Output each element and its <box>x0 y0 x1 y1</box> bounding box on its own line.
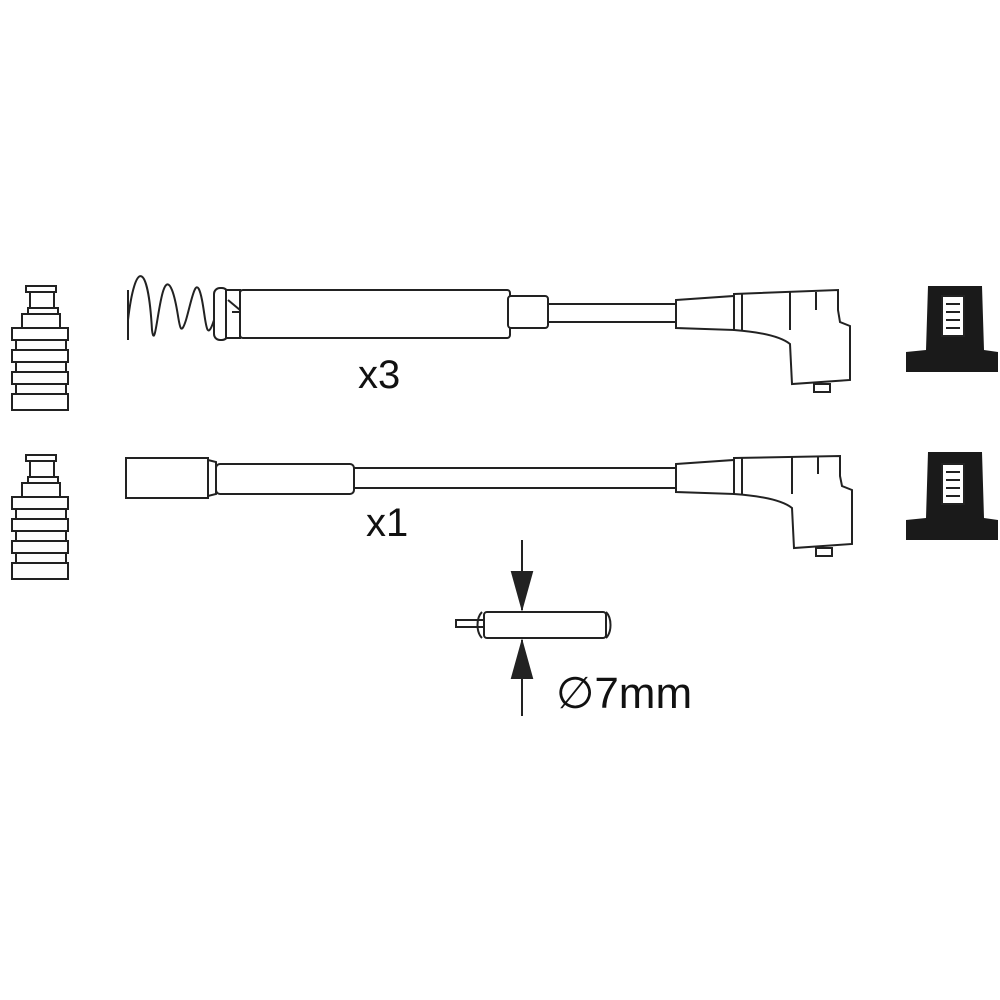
distributor-connector-bottom <box>906 452 998 540</box>
spring-coil-icon <box>127 275 215 340</box>
distributor-connector-top <box>906 286 998 372</box>
ignition-cable-top <box>127 275 851 393</box>
quantity-label-bottom: x1 <box>366 501 408 545</box>
cable-cross-section <box>455 611 612 639</box>
quantity-label-top: x3 <box>358 353 400 397</box>
diameter-dimension-arrows <box>510 540 534 716</box>
diameter-label: ∅7mm <box>556 669 692 718</box>
ignition-cable-bottom <box>125 454 853 557</box>
spark-plug-terminal-top <box>11 285 69 411</box>
spark-plug-terminal-bottom <box>11 454 69 580</box>
